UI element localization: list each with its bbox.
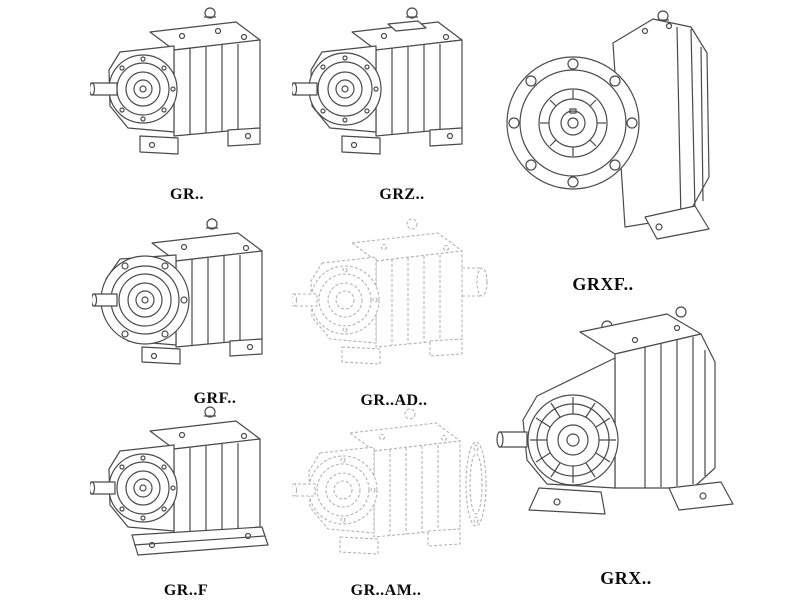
figure-gr-f	[90, 402, 285, 567]
figure-label-grz: GRZ..	[379, 186, 425, 203]
grx-gearbox-drawing	[496, 306, 734, 515]
figure-gr	[90, 4, 285, 164]
figure-gr-ad	[292, 212, 492, 377]
figure-grxf	[495, 5, 730, 250]
figure-grz	[292, 4, 487, 164]
gr-gearbox-drawing	[90, 7, 261, 155]
figure-label-grxf: GRXF..	[572, 274, 634, 294]
figure-gr-am	[292, 402, 492, 567]
gr-f-gearbox-drawing	[90, 406, 269, 556]
figure-label-grx: GRX..	[600, 568, 652, 588]
grf-gearbox-drawing	[92, 218, 263, 365]
figure-label-gr: GR..	[170, 186, 204, 203]
grxf-gearbox-drawing	[506, 10, 710, 240]
figure-label-grf: GRF..	[193, 390, 237, 407]
gr-am-gearbox-drawing	[292, 408, 487, 555]
figure-label-gr-f: GR..F	[163, 582, 209, 599]
gr-ad-gearbox-drawing	[292, 218, 488, 365]
figure-grx	[495, 300, 740, 530]
grz-gearbox-drawing	[292, 7, 463, 155]
figure-grf	[92, 212, 287, 377]
figure-label-gr-ad: GR..AD..	[360, 392, 428, 409]
figure-label-gr-am: GR..AM..	[350, 582, 422, 599]
